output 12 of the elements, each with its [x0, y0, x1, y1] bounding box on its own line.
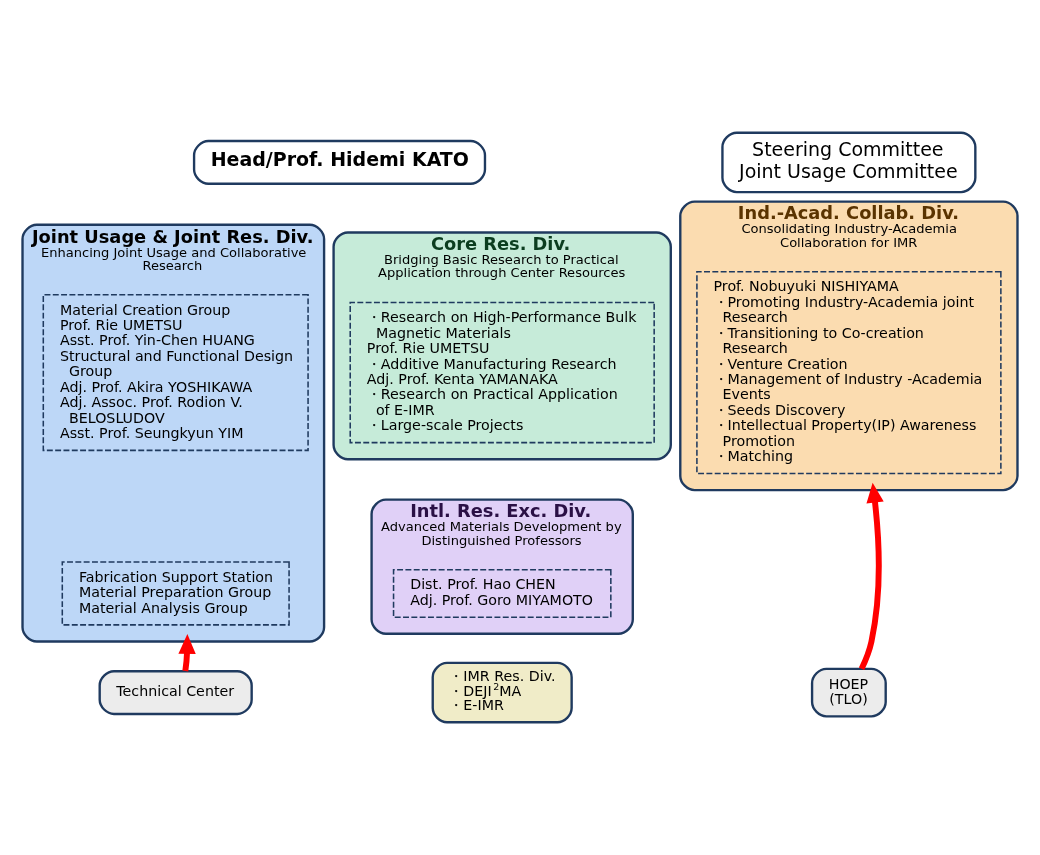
node-box: Material Creation Group Prof. Rie UMETSU Asst. Prof. Yin-Chen HUANG Structural and Functional Design Group Adj. Prof. Akira YOSHIKAWA Adj. Assoc. Prof. Rodion V. BELOSLUDOV Asst. Prof. Seungkyun YIM: [42, 294, 309, 452]
node-box: Fabrication Support Station Material Preparation Group Material Analysis Group: [61, 561, 290, 626]
node-box: Head/Prof. Hidemi KATO: [192, 139, 487, 185]
node-box: Dist. Prof. Hao CHEN Adj. Prof. Goro MIYAMOTO: [392, 568, 612, 618]
node-box: Prof. Nobuyuki NISHIYAMA ・Promoting Industry-Academia joint Research ・Transitioning to Co-creation Research ・Venture Creation ・Management of Industry -Academia Events ・Seeds Discovery ・Intellectual Property(IP) Awareness Promotion ・Matching: [696, 270, 1002, 475]
arrow: [178, 634, 196, 672]
arrow: [858, 482, 884, 670]
node-box: Technical Center: [98, 670, 253, 716]
node-box: Steering Committee Joint Usage Committee: [721, 131, 977, 194]
node-box: ・IMR Res. Div. ・DEJI$^{2}$MA ・E-IMR: [431, 661, 573, 724]
node-box: ・Research on High-Performance Bulk Magnetic Materials Prof. Rie UMETSU ・Additive Manufacturing Research Adj. Prof. Kenta YAMANAKA ・Research on Practical Application of E-IMR ・Large-scale Projects: [349, 301, 655, 444]
node-box: HOEP (TLO): [810, 667, 887, 718]
